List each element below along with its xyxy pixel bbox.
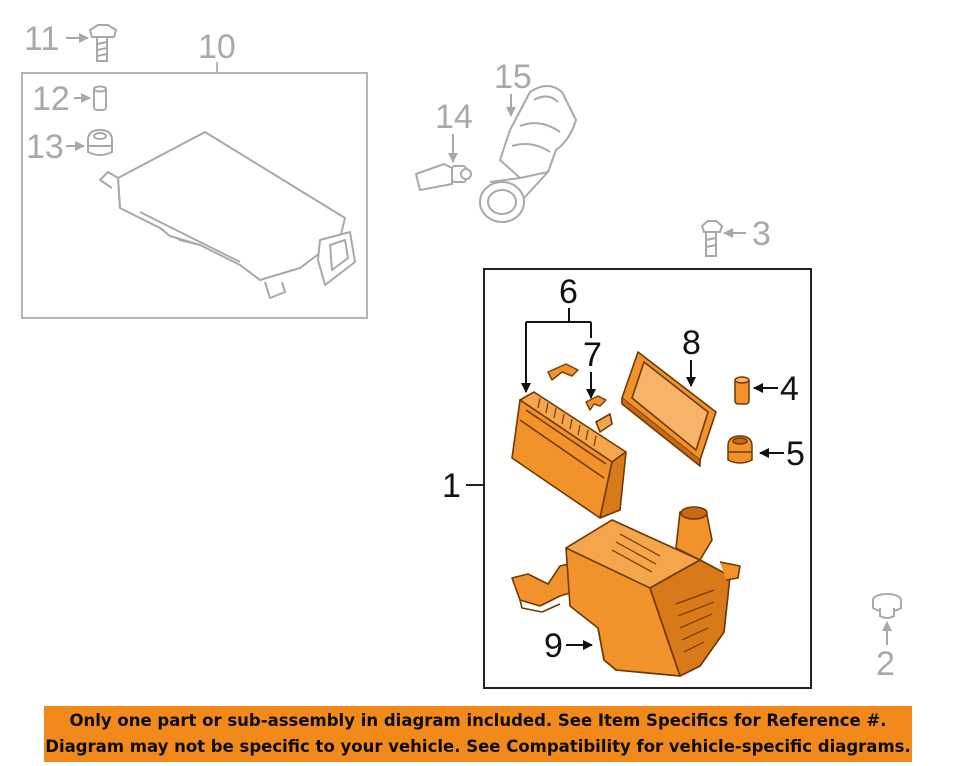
filter-housing-lower-9 (511, 506, 741, 677)
disclaimer-banner: Only one part or sub-assembly in diagram… (44, 706, 912, 762)
callout-8: 8 (682, 324, 701, 362)
clip-2-icon (872, 593, 902, 619)
callout-5: 5 (786, 435, 805, 473)
grommet-13-icon (87, 128, 113, 156)
cover-group: 10 11 12 13 (21, 20, 368, 319)
callout-15: 15 (494, 58, 532, 96)
air-cleaner-cover-10 (99, 131, 356, 299)
callout-2: 2 (876, 645, 895, 683)
clip-7-icon (547, 363, 607, 411)
callout-1: 1 (442, 467, 461, 505)
callout-3: 3 (752, 215, 771, 253)
mass-airflow-sensor-14 (415, 163, 472, 191)
filter-element-8 (621, 351, 717, 467)
grommet-5-icon (727, 435, 753, 464)
air-cleaner-assembly-1: 1 6 7 (442, 268, 812, 689)
callout-7: 7 (583, 336, 602, 374)
callout-14: 14 (435, 98, 473, 136)
callout-9: 9 (544, 627, 563, 665)
assembly-box (483, 268, 812, 689)
sensor-duct-group: 14 15 (415, 58, 577, 223)
bolt-3-icon (700, 220, 724, 257)
pin-4-icon (734, 376, 750, 405)
callout-6: 6 (559, 273, 578, 311)
pin-12-icon (93, 85, 107, 111)
callout-12: 12 (32, 80, 70, 118)
callout-13: 13 (26, 128, 64, 166)
group-box-10 (21, 72, 368, 319)
filter-housing-upper-6 (511, 391, 627, 519)
disclaimer-line-2: Diagram may not be specific to your vehi… (45, 737, 911, 756)
clip-2-group: 2 (872, 593, 902, 683)
bolt-3-group: 3 (700, 215, 771, 257)
callout-4: 4 (780, 370, 799, 408)
disclaimer-line-1: Only one part or sub-assembly in diagram… (69, 711, 887, 730)
intake-duct-15 (479, 85, 577, 223)
callout-10: 10 (198, 28, 236, 66)
bolt-11-icon (88, 24, 118, 62)
callout-11: 11 (24, 20, 59, 58)
